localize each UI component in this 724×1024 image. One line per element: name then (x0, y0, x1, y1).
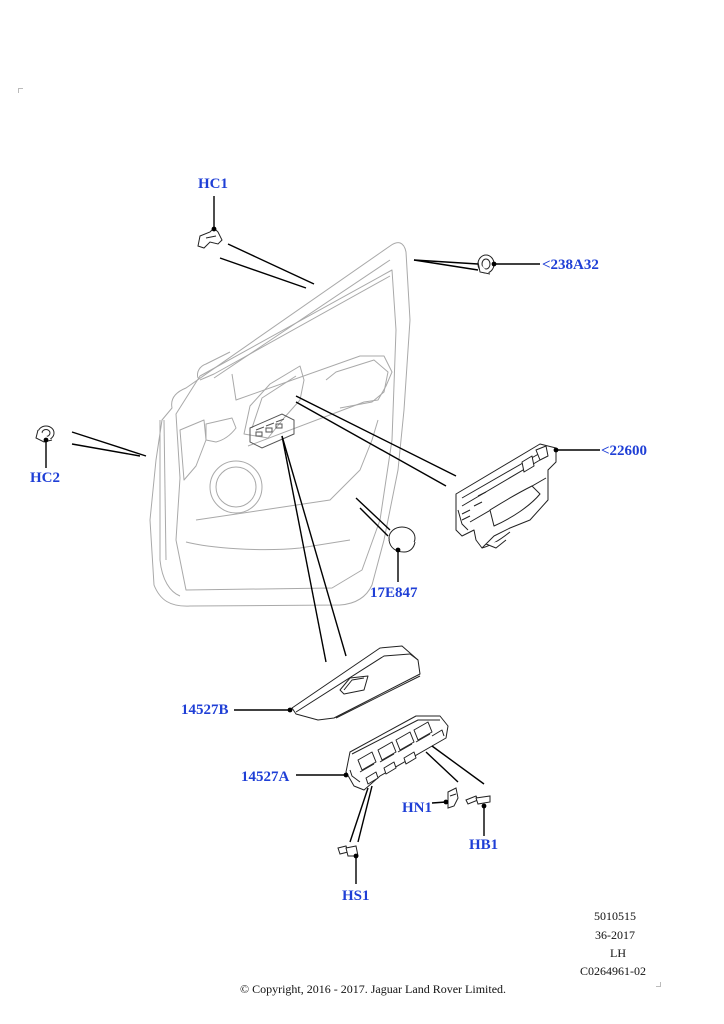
callout-hc1[interactable]: HC1 (198, 176, 228, 192)
door-switch-pack-in-situ (249, 413, 295, 449)
leader-dots (43, 226, 559, 859)
callout-hs1[interactable]: HS1 (342, 888, 370, 904)
crop-mark-top-left (18, 88, 23, 93)
bezel-14527b (291, 645, 421, 721)
leader-lines (45, 196, 600, 884)
callout-22600[interactable]: <22600 (601, 443, 648, 459)
callout-hc2[interactable]: HC2 (30, 470, 60, 486)
info-line-1: 5010515 (594, 909, 636, 923)
callout-17e847[interactable]: 17E847 (370, 585, 418, 601)
callout-hb1[interactable]: HB1 (469, 837, 499, 853)
info-line-4: C0264961-02 (580, 964, 646, 978)
callout-14527b[interactable]: 14527B (181, 702, 229, 718)
clip-hc1 (197, 227, 223, 249)
fastener-238a32 (477, 254, 495, 275)
switch-pack-14527a (345, 715, 449, 791)
callout-hn1[interactable]: HN1 (402, 800, 432, 816)
clip-hc2 (35, 425, 55, 443)
cap-17e847 (388, 526, 416, 553)
info-line-3: LH (610, 946, 626, 960)
info-line-2: 36-2017 (595, 928, 635, 942)
door-trim-panel (149, 242, 411, 607)
callout-14527a[interactable]: 14527A (241, 769, 290, 785)
bolt-hb1 (465, 795, 491, 805)
handle-assembly-22600 (455, 443, 557, 549)
callout-238a32[interactable]: <238A32 (542, 257, 599, 273)
copyright-notice: © Copyright, 2016 - 2017. Jaguar Land Ro… (239, 982, 507, 996)
nut-hn1 (447, 787, 459, 809)
